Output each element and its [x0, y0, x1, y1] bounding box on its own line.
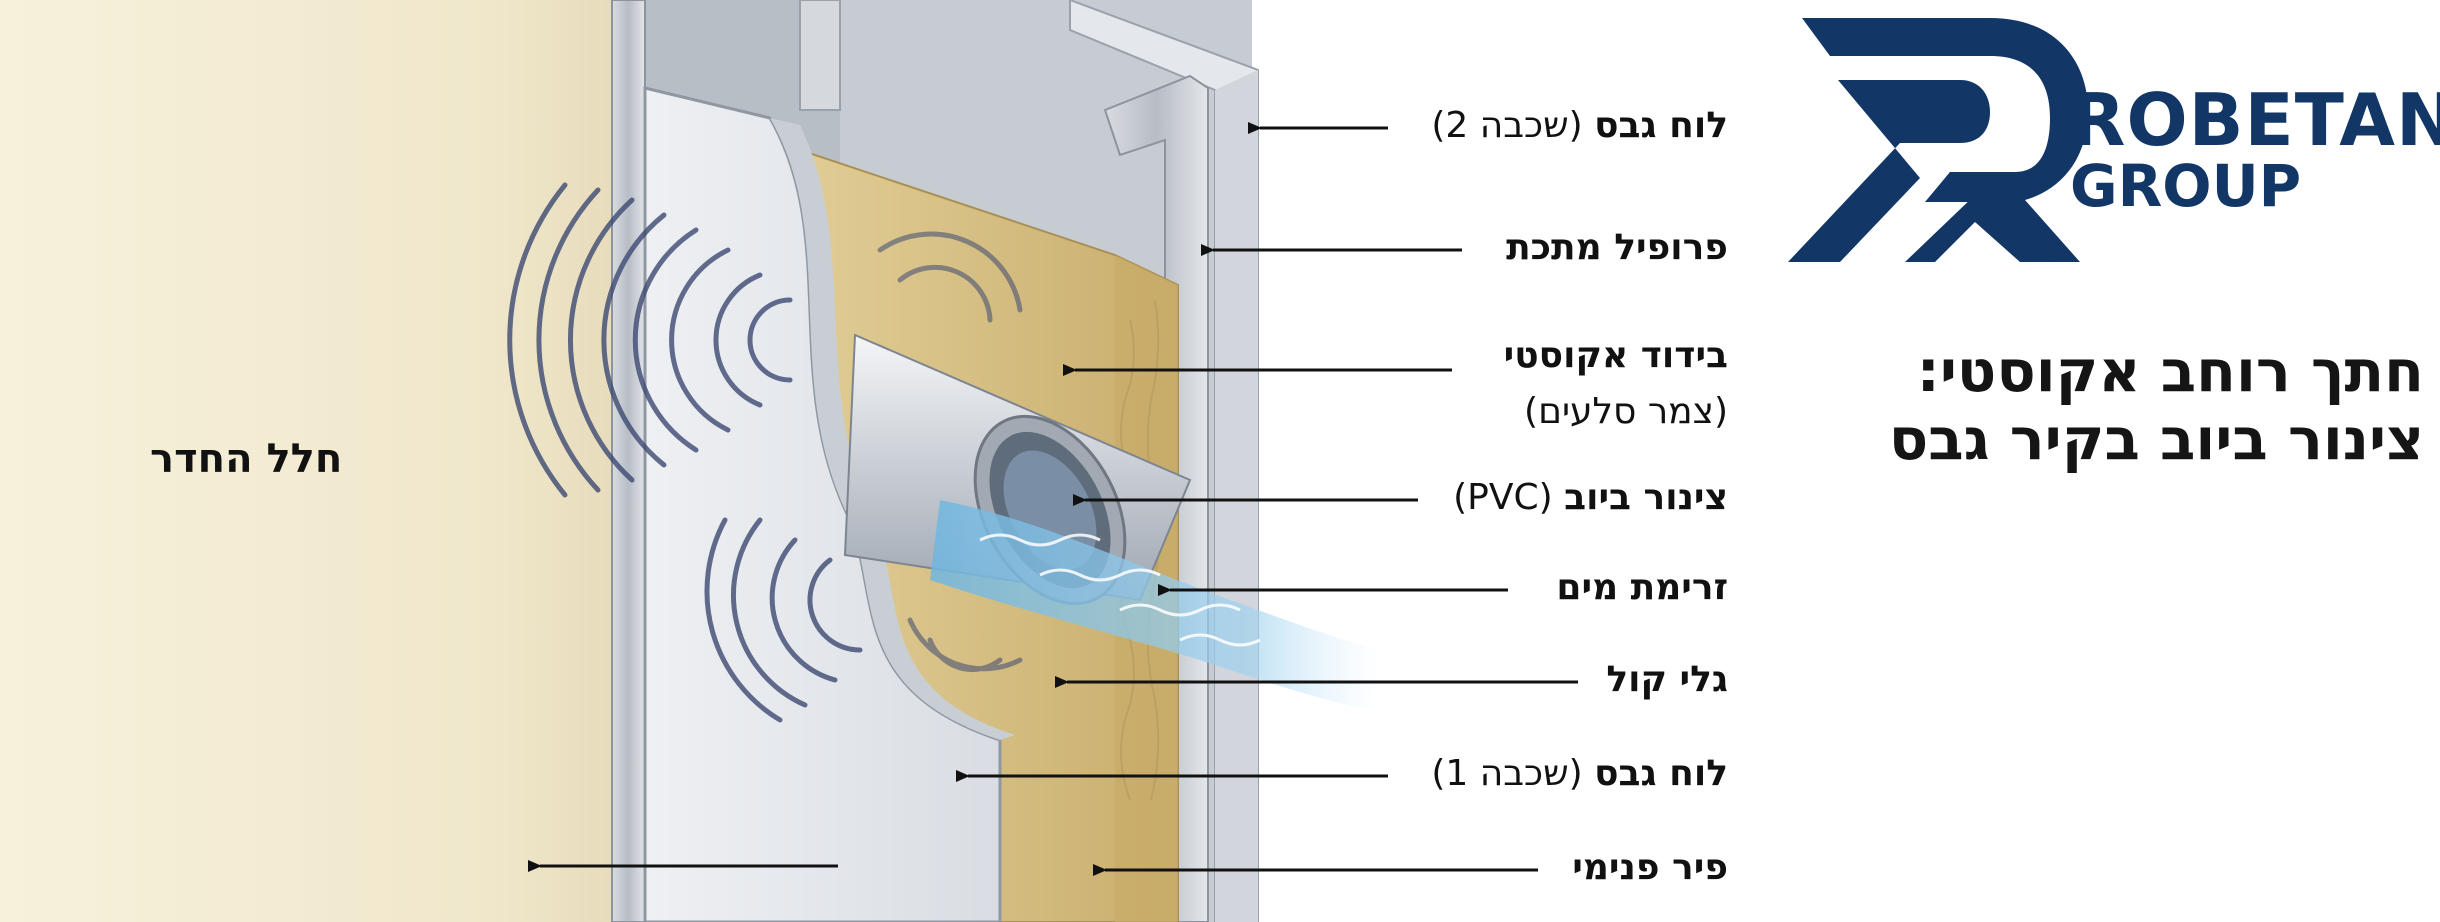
brand-subname: GROUP — [2070, 152, 2301, 220]
diagram-title-line-1: חתך רוחב אקוסטי: — [1917, 336, 2424, 406]
label-gypsum-board-2-bold: לוח גבס — [1594, 105, 1728, 146]
label-metal-profile-bold: פרופיל מתכת — [1506, 227, 1728, 268]
label-inner-shaft: פיר פנימי — [1572, 846, 1728, 890]
label-acoustic-insulation-sub-text: (צמר סלעים) — [1524, 391, 1728, 432]
room-space-label: חלל החדר — [150, 436, 342, 482]
diagram-title-line-2: צינור ביוב בקיר גבס — [1889, 404, 2424, 474]
label-pvc-pipe-bold: צינור ביוב — [1564, 477, 1728, 518]
label-sound-waves: גלי קול — [1606, 658, 1728, 702]
label-water-flow: זרימת מים — [1556, 566, 1728, 610]
label-acoustic-insulation: בידוד אקוסטי — [1504, 334, 1728, 378]
label-water-flow-bold: זרימת מים — [1556, 567, 1728, 608]
label-gypsum-board-2-plain: (שכבה 2) — [1431, 105, 1594, 146]
label-gypsum-board-1: לוח גבס (שכבה 1) — [1431, 752, 1728, 796]
label-inner-shaft-bold: פיר פנימי — [1572, 847, 1728, 888]
label-pvc-pipe-plain: (PVC) — [1453, 477, 1564, 518]
label-acoustic-insulation-bold: בידוד אקוסטי — [1504, 335, 1728, 376]
label-gypsum-board-2: לוח גבס (שכבה 2) — [1431, 104, 1728, 148]
label-metal-profile: פרופיל מתכת — [1506, 226, 1728, 270]
label-gypsum-board-1-plain: (שכבה 1) — [1431, 753, 1594, 794]
label-sound-waves-bold: גלי קול — [1606, 659, 1728, 700]
label-acoustic-insulation-sub: (צמר סלעים) — [1524, 390, 1728, 434]
label-gypsum-board-1-bold: לוח גבס — [1594, 753, 1728, 794]
label-pvc-pipe: צינור ביוב (PVC) — [1453, 476, 1728, 520]
robetan-logo-mark — [1788, 18, 2088, 262]
brand-name: ROBETAN — [2070, 78, 2440, 162]
